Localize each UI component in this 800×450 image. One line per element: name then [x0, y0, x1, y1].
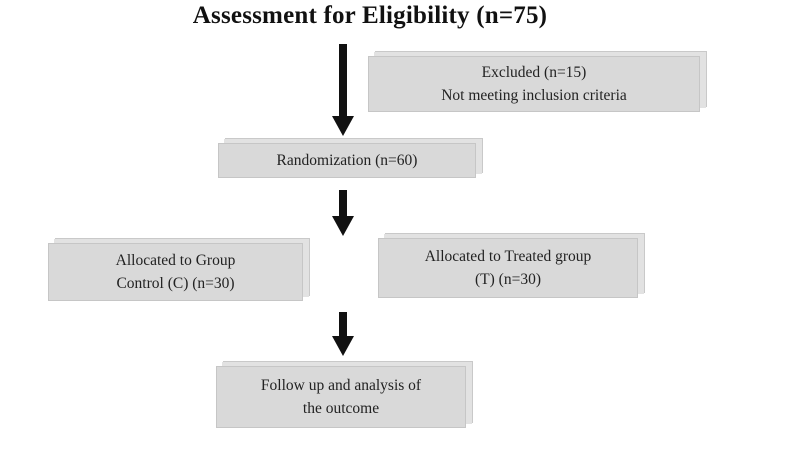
- control-group-count: Control (C) (n=30): [116, 275, 235, 292]
- arrow-down-icon: [328, 44, 358, 136]
- randomization-box: Randomization (n=60): [218, 143, 476, 178]
- treated-group-box: Allocated to Treated group (T) (n=30): [378, 238, 638, 298]
- treated-group-label: Allocated to Treated group: [424, 248, 592, 265]
- arrow-down-icon: [328, 190, 358, 236]
- excluded-box: Excluded (n=15) Not meeting inclusion cr…: [368, 56, 700, 112]
- arrow-down-icon: [328, 312, 358, 356]
- diagram-title: Assessment for Eligibility (n=75): [192, 2, 548, 29]
- followup-box: Follow up and analysis of the outcome: [216, 366, 466, 428]
- treated-group-count: (T) (n=30): [475, 271, 541, 288]
- followup-label-line2: the outcome: [302, 400, 380, 417]
- followup-label-line1: Follow up and analysis of: [260, 377, 422, 394]
- control-group-box: Allocated to Group Control (C) (n=30): [48, 243, 303, 301]
- control-group-label: Allocated to Group: [115, 252, 236, 269]
- randomization-label: Randomization (n=60): [276, 152, 418, 169]
- excluded-count-label: Excluded (n=15): [481, 64, 587, 81]
- excluded-reason-label: Not meeting inclusion criteria: [441, 87, 627, 104]
